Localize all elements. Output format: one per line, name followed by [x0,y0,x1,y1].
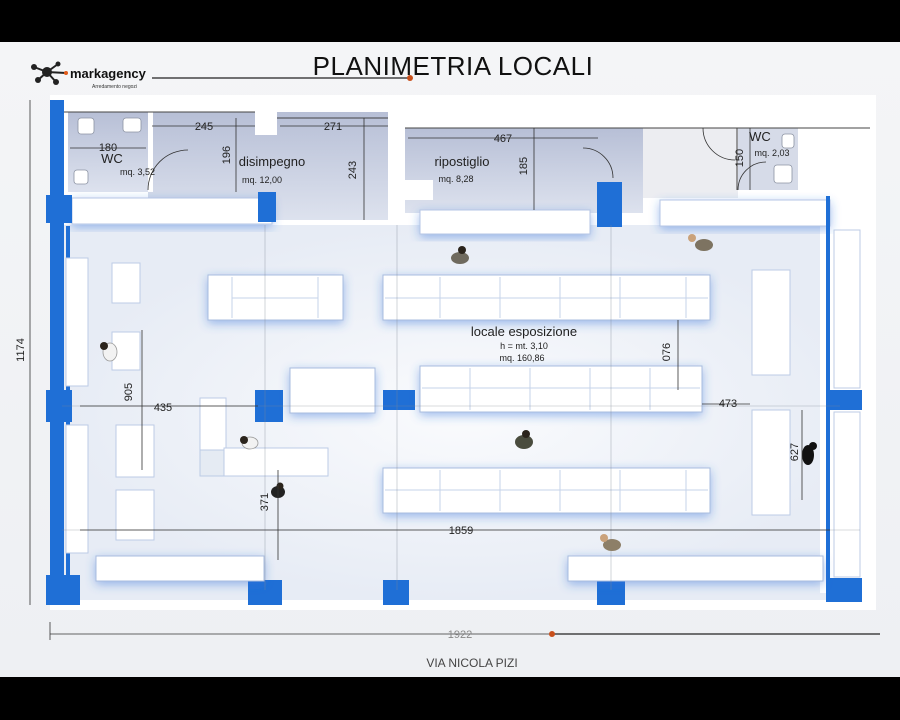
logo: markagency Arredamento negozi [31,61,147,90]
top-letterbox [0,0,900,42]
dim-243: 243 [347,161,359,179]
wall-lines [62,111,870,190]
corridor-floor [643,128,738,198]
ripostiglio-area: mq. 8,28 [438,174,473,184]
wc-left-name: WC [101,151,123,166]
person-icon [600,534,621,551]
sink-icon [773,164,793,184]
sanitary-fixtures [73,117,795,185]
person-icon [100,342,118,362]
dim-185: 185 [518,157,530,175]
esposizione-name: locale esposizione [471,324,577,339]
dim-196: 196 [221,146,233,164]
dim-1174: 1174 [15,338,27,362]
logo-tagline: Arredamento negozi [92,84,137,90]
person-icon [802,442,817,465]
inner-walls [62,100,875,222]
wc-right-area: mq. 2,03 [754,148,789,158]
wc-right-name: WC [749,129,771,144]
dim-1859: 1859 [449,525,473,537]
dim-076: 076 [661,343,673,361]
toilet-icon [122,117,142,133]
wc-left-area: mq. 3,52 [120,167,155,177]
shelf-dividers [231,277,708,511]
dimension-lines [29,100,830,640]
person-icon [515,430,533,449]
dim-245: 245 [195,121,213,133]
ripostiglio-name: ripostiglio [435,154,490,169]
left-fixtures [65,257,329,554]
title-rule-dot [407,75,413,81]
disimpegno-area: mq. 12,00 [242,175,282,185]
esposizione-height: h = mt. 3,10 [500,341,548,351]
page-title: PLANIMETRIA LOCALI [313,51,594,81]
dim-905: 905 [123,383,135,401]
dim-150: 150 [734,149,746,167]
logo-name: markagency [70,66,147,81]
dim-271: 271 [324,121,342,133]
door-swings [147,127,767,191]
dim-473: 473 [719,398,737,410]
sink-icon [73,169,89,185]
right-fixtures [751,229,861,578]
sink-icon [77,117,95,135]
pillars [46,100,862,605]
esposizione-area: mq. 160,86 [499,353,544,363]
toilet-icon [781,133,795,149]
dim-180: 180 [99,142,117,154]
person-icon [688,234,713,251]
street-name: VIA NICOLA PIZI [426,656,517,670]
person-icon [451,246,469,264]
dim-371: 371 [259,493,271,511]
dim-627: 627 [789,443,801,461]
dim-467: 467 [494,133,512,145]
bottom-letterbox [0,677,900,720]
dim-1922: 1922 [448,629,472,641]
disimpegno-name: disimpegno [239,154,306,169]
back-counters [71,197,831,235]
shopper-figures [100,234,817,551]
footer-rule-dot [549,631,555,637]
dim-435: 435 [154,402,172,414]
person-icon [240,436,259,450]
logo-mark-icon [31,61,68,85]
